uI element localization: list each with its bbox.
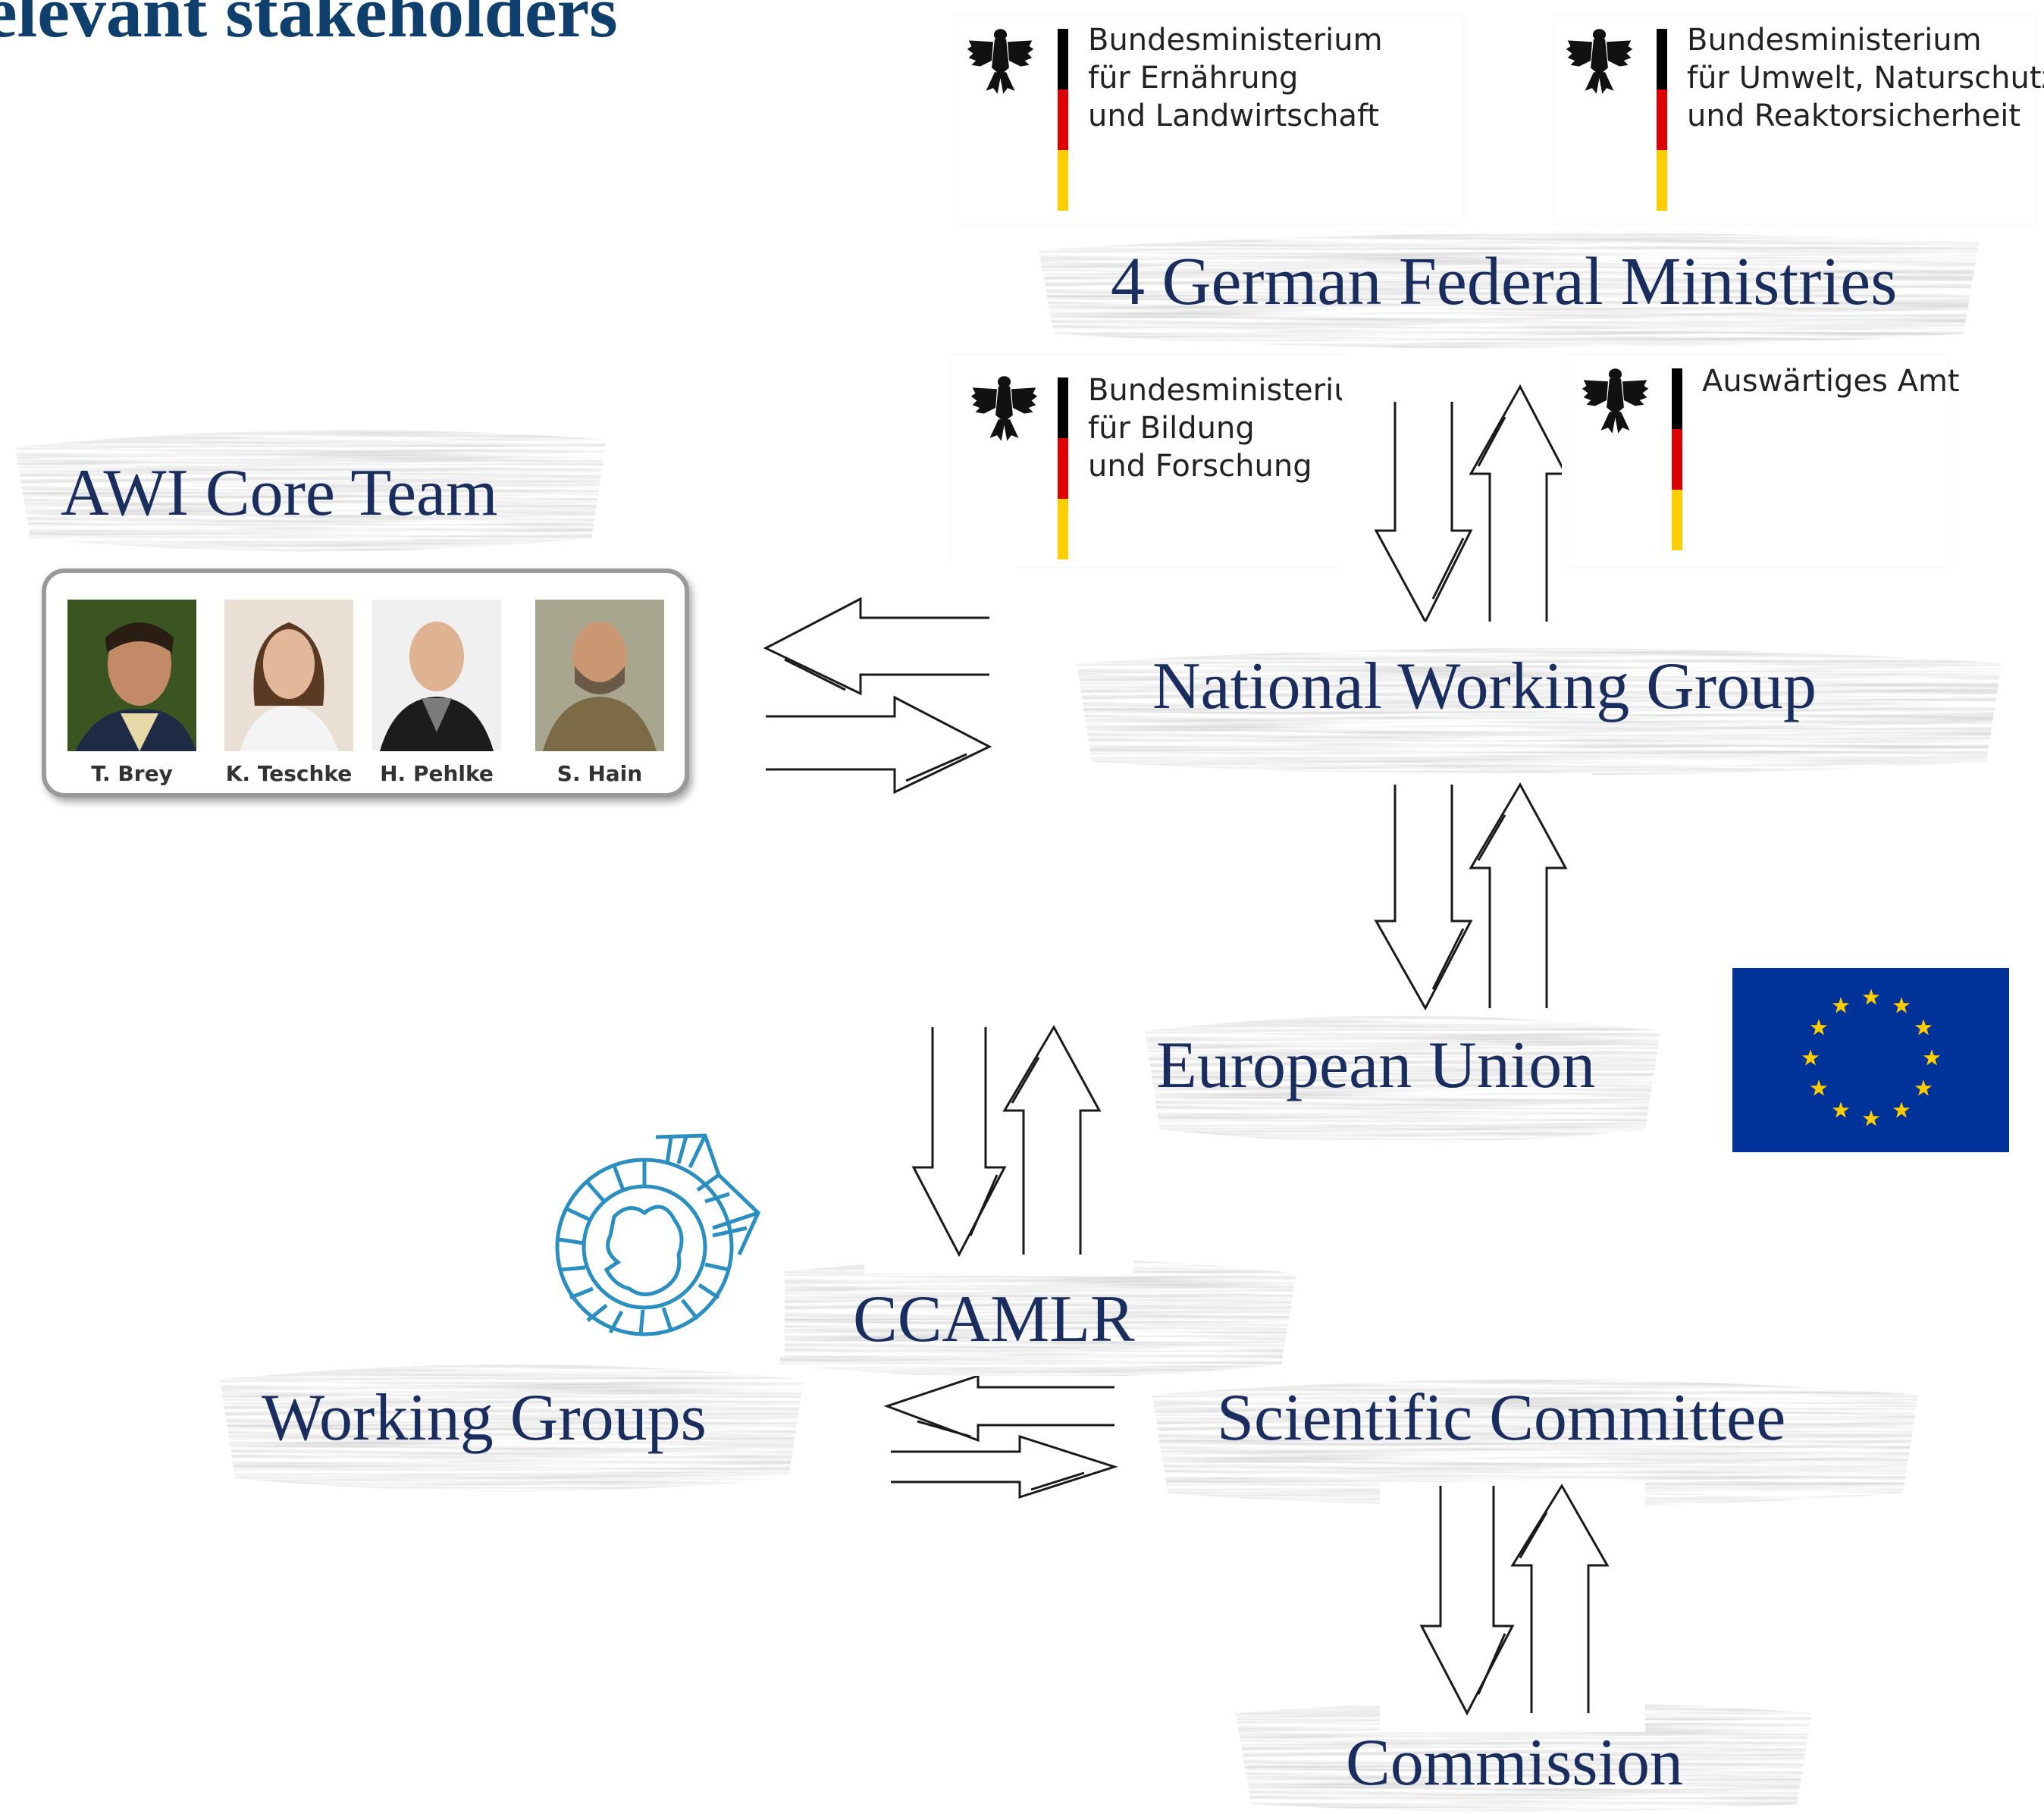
node-commission: Commission xyxy=(1346,1726,1683,1800)
exchange-arrows-icon xyxy=(1374,782,1568,1011)
brush-stroke xyxy=(220,1364,804,1492)
exchange-arrows-icon xyxy=(1374,384,1568,625)
brush-stroke xyxy=(1145,1016,1660,1143)
team-member-name: H. Pehlke xyxy=(380,761,494,786)
brush-stroke xyxy=(1077,648,2002,775)
flag-bar-red xyxy=(1058,89,1068,150)
person-icon xyxy=(372,600,501,751)
brush-stroke xyxy=(1152,1380,1918,1507)
double-arrow-horizontal-committee xyxy=(857,1374,1141,1509)
person-icon xyxy=(224,600,353,751)
ministry-logo-bmbf: Bundesministerium für Bildung und Forsch… xyxy=(951,355,1383,567)
person-icon xyxy=(535,600,664,751)
double-arrow-vertical-national xyxy=(1342,773,1592,1016)
ministry-name: Auswärtiges Amt xyxy=(1702,364,1960,399)
team-member-photo xyxy=(67,600,196,751)
team-member-photo xyxy=(535,600,664,751)
eu-flag xyxy=(1732,968,2009,1152)
node-european-union: European Union xyxy=(1156,1029,1596,1102)
flag-bar-black xyxy=(1657,29,1667,89)
federal-eagle-icon xyxy=(1563,23,1635,99)
ministry-name: Bundesministerium für Umwelt, Naturschut… xyxy=(1687,23,2044,133)
ministry-name: Bundesministerium für Bildung und Forsch… xyxy=(1088,373,1383,484)
federal-eagle-icon xyxy=(968,370,1040,446)
exchange-arrows-icon xyxy=(911,1024,1102,1258)
flag-bar-gold xyxy=(1058,150,1068,211)
node-working-groups: Working Groups xyxy=(262,1381,707,1455)
flag-bar-black xyxy=(1058,378,1068,438)
team-member-name: K. Teschke xyxy=(225,761,353,786)
flag-bar-red xyxy=(1657,89,1667,150)
slide-title: elevant stakeholders xyxy=(0,0,618,52)
ministry-logo-bmel: Bundesministerium für Ernährung und Land… xyxy=(955,15,1463,224)
node-ccamlr: CCAMLR xyxy=(853,1283,1135,1356)
person-icon xyxy=(67,600,196,751)
ministry-logo-bmu: Bundesministerium für Umwelt, Naturschut… xyxy=(1554,15,2044,224)
exchange-arrows-icon xyxy=(763,597,992,794)
flag-bar-red xyxy=(1058,438,1068,499)
team-member-name: S. Hain xyxy=(556,761,643,786)
double-arrow-vertical-ministries xyxy=(1342,356,1568,625)
team-member-name: T. Brey xyxy=(91,761,173,786)
flag-bar-gold xyxy=(1657,150,1667,211)
flag-bar-gold xyxy=(1058,499,1068,559)
ministry-name: Bundesministerium für Ernährung und Land… xyxy=(1088,23,1383,133)
node-scientific-committee: Scientific Committee xyxy=(1217,1381,1786,1455)
federal-eagle-icon xyxy=(1579,362,1651,438)
antarctica-logo-icon xyxy=(555,1133,761,1336)
double-arrow-horizontal-awi xyxy=(732,565,1016,830)
brush-stroke xyxy=(766,1258,1296,1378)
brush-stroke xyxy=(15,430,607,552)
eu-stars-icon xyxy=(1801,988,1941,1126)
ministry-logo-auswaertiges-amt: Auswärtiges Amt xyxy=(1566,355,1960,567)
federal-eagle-icon xyxy=(964,23,1036,99)
flag-bar-gold xyxy=(1672,490,1682,550)
double-arrow-vertical-committee xyxy=(1380,1482,1645,1732)
awi-team-panel: T. Brey K. Teschke H. Pehlke S. Hain xyxy=(42,569,689,797)
flag-bar-black xyxy=(1672,368,1682,429)
awi-core-team-heading: AWI Core Team xyxy=(61,456,498,530)
double-arrow-vertical-eu xyxy=(864,993,1133,1274)
node-national-working-group: National Working Group xyxy=(1152,650,1817,723)
exchange-arrows-icon xyxy=(883,1374,1118,1499)
exchange-arrows-icon xyxy=(1419,1483,1610,1716)
ccamlr-logo xyxy=(531,1122,785,1357)
brush-stroke xyxy=(1039,233,1979,349)
flag-bar-black xyxy=(1058,29,1068,89)
team-member-photo xyxy=(372,600,501,751)
flag-bar-red xyxy=(1672,429,1682,490)
ministries-heading: 4 German Federal Ministries xyxy=(1111,244,1898,319)
team-member-photo xyxy=(224,600,353,751)
